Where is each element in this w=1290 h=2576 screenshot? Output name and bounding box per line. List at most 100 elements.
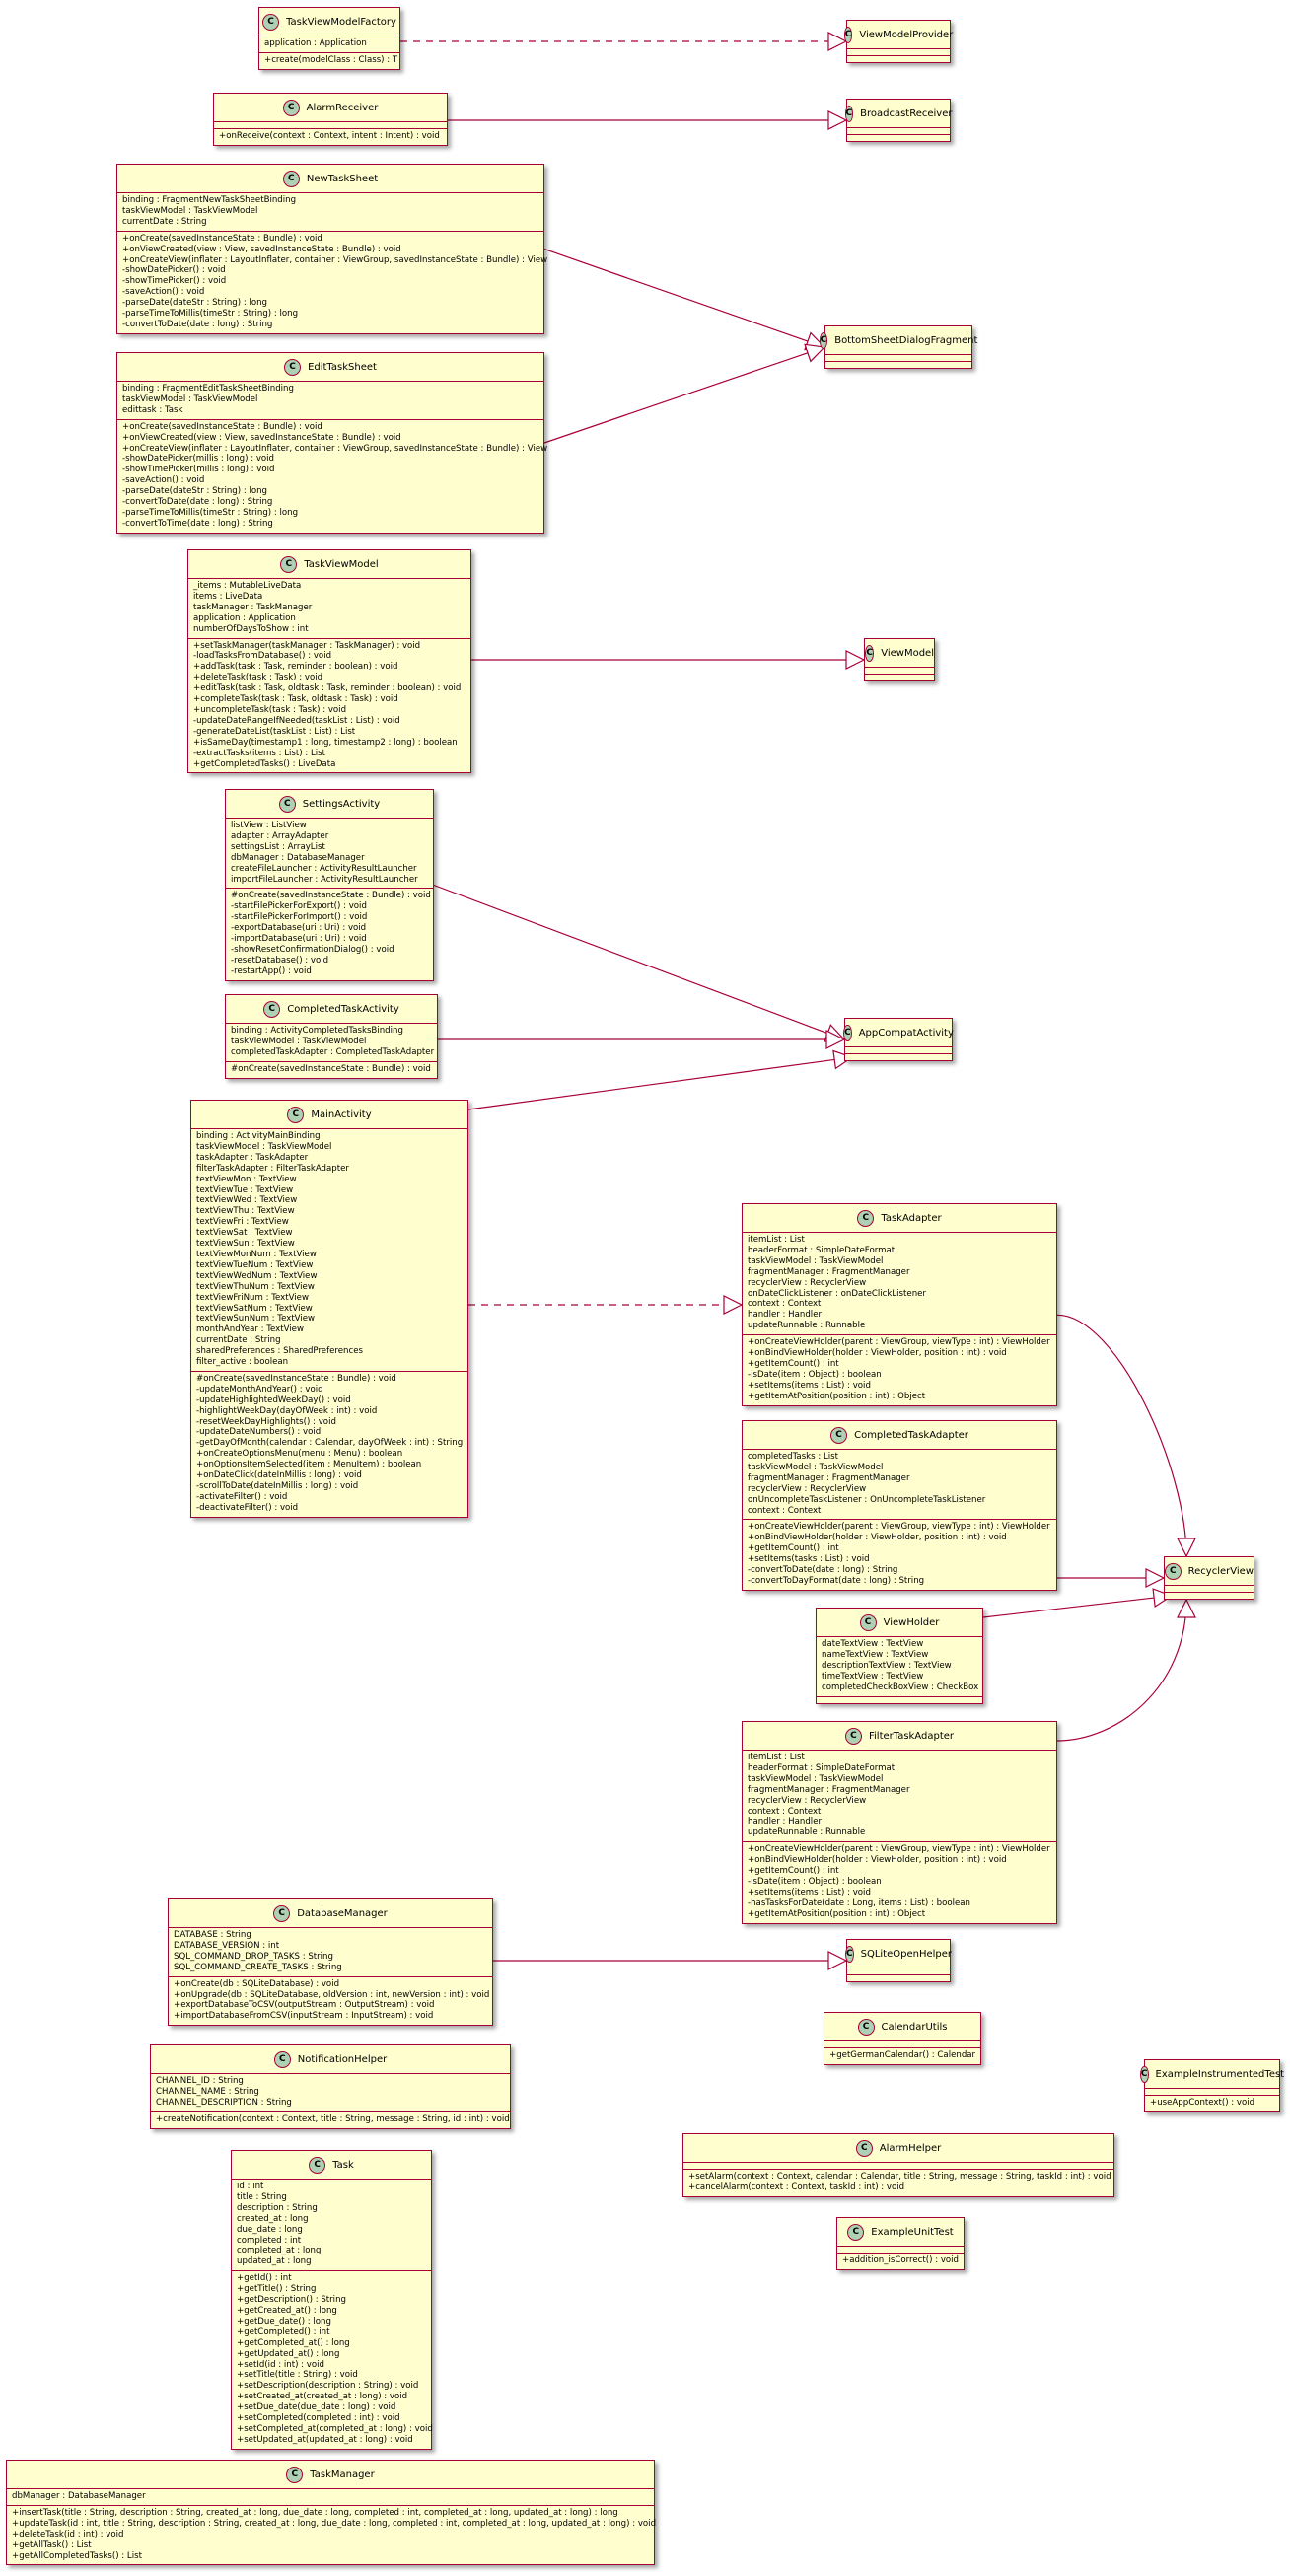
class-methods-section: #onCreate(savedInstanceState : Bundle) :… bbox=[226, 888, 433, 979]
class-method: +getItemAtPosition(position : int) : Obj… bbox=[748, 1908, 926, 1919]
class-method: -highlightWeekDay(dayOfWeek : int) : voi… bbox=[196, 1405, 378, 1416]
class-field: createFileLauncher : ActivityResultLaunc… bbox=[231, 863, 417, 874]
class-methods-section: +setAlarm(context : Context, calendar : … bbox=[683, 2169, 1113, 2196]
class-methods-section bbox=[845, 1053, 952, 1060]
class-methods-section: +onCreate(savedInstanceState : Bundle) :… bbox=[117, 230, 548, 333]
relation-extension-6 bbox=[438, 1030, 846, 1049]
class-name: NotificationHelper bbox=[297, 2053, 388, 2065]
class-method: -generateDateList(taskList : List) : Lis… bbox=[193, 726, 356, 737]
hollow-triangle-arrowhead-icon bbox=[827, 1951, 848, 1970]
class-field: handler : Handler bbox=[748, 1817, 823, 1827]
class-header: C SettingsActivity bbox=[226, 790, 433, 819]
class-method: +getDue_date() : long bbox=[237, 2316, 331, 2326]
class-field: taskViewModel : TaskViewModel bbox=[122, 205, 258, 216]
class-field: taskViewModel : TaskViewModel bbox=[748, 1462, 884, 1472]
class-c-icon: C bbox=[273, 2050, 291, 2068]
class-field: timeTextView : TextView bbox=[822, 1671, 924, 1682]
relation-extension-7 bbox=[467, 1049, 854, 1110]
class-c-icon: C bbox=[284, 358, 302, 376]
class-field: adapter : ArrayAdapter bbox=[231, 830, 329, 841]
class-field: application : Application bbox=[264, 38, 367, 48]
class-field: taskViewModel : TaskViewModel bbox=[231, 1036, 367, 1046]
class-method: +setDue_date(due_date : long) : void bbox=[237, 2402, 396, 2413]
class-method: +getItemCount() : int bbox=[748, 1358, 839, 1369]
class-method: +isSameDay(timestamp1 : long, timestamp2… bbox=[193, 737, 458, 748]
class-field: recyclerView : RecyclerView bbox=[748, 1795, 867, 1806]
class-c-icon: C bbox=[830, 1426, 848, 1444]
class-field: fragmentManager : FragmentManager bbox=[748, 1266, 910, 1277]
class-method: +getTitle() : String bbox=[237, 2284, 317, 2295]
class-c-icon: C bbox=[844, 105, 854, 122]
class-method: +getUpdated_at() : long bbox=[237, 2348, 340, 2359]
hollow-triangle-arrowhead-icon bbox=[723, 1295, 744, 1315]
class-field: recyclerView : RecyclerView bbox=[748, 1483, 867, 1494]
class-name: SettingsActivity bbox=[302, 798, 381, 810]
class-field: completedTaskAdapter : CompletedTaskAdap… bbox=[231, 1046, 435, 1057]
class-field: CHANNEL_ID : String bbox=[156, 2076, 244, 2086]
class-method: +getCompleted() : int bbox=[237, 2326, 330, 2337]
class-field: currentDate : String bbox=[122, 216, 207, 227]
class-method: #onCreate(savedInstanceState : Bundle) :… bbox=[231, 1063, 431, 1074]
class-method: -showDatePicker(millis : long) : void bbox=[122, 454, 275, 465]
class-field: binding : ActivityMainBinding bbox=[196, 1131, 321, 1141]
class-name: TaskViewModel bbox=[304, 558, 379, 570]
hollow-triangle-arrowhead-icon bbox=[1152, 1588, 1174, 1609]
class-method: -startFilePickerForExport() : void bbox=[231, 901, 367, 912]
class-method: +onBindViewHolder(holder : ViewHolder, p… bbox=[748, 1348, 1007, 1359]
class-field: taskAdapter : TaskAdapter bbox=[196, 1152, 309, 1163]
relation-extension-11 bbox=[982, 1588, 1174, 1618]
class-c-icon: C bbox=[844, 1727, 862, 1745]
class-method: -extractTasks(items : List) : List bbox=[193, 748, 325, 758]
class-field: due_date : long bbox=[237, 2224, 303, 2235]
relation-extension-3 bbox=[543, 343, 826, 444]
class-name: BroadcastReceiver bbox=[860, 107, 953, 119]
class-field: taskViewModel : TaskViewModel bbox=[122, 394, 258, 404]
class-method: +importDatabaseFromCSV(inputStream : Inp… bbox=[174, 2011, 434, 2022]
class-method: +setCompleted_at(completed_at : long) : … bbox=[237, 2423, 433, 2434]
class-c-icon: C bbox=[282, 170, 300, 187]
class-method: +getItemAtPosition(position : int) : Obj… bbox=[748, 1391, 926, 1401]
class-method: +onCreateOptionsMenu(menu : Menu) : bool… bbox=[196, 1449, 403, 1460]
class-field: updateRunnable : Runnable bbox=[748, 1321, 866, 1331]
class-method: +updateTask(id : int, title : String, de… bbox=[12, 2518, 657, 2529]
class-methods-section: +onCreate(db : SQLiteDatabase) : void+on… bbox=[169, 1975, 492, 2026]
class-method: -hasTasksForDate(date : Long, items : Li… bbox=[748, 1897, 970, 1908]
class-c-icon: C bbox=[843, 26, 853, 43]
class-methods-section bbox=[825, 361, 971, 368]
relation-line bbox=[543, 352, 809, 444]
class-method: -importDatabase(uri : Uri) : void bbox=[231, 934, 367, 945]
class-methods-section bbox=[847, 134, 950, 141]
class-c-icon: C bbox=[278, 795, 296, 813]
hollow-triangle-arrowhead-icon bbox=[827, 110, 848, 130]
class-method: +onCreate(db : SQLiteDatabase) : void bbox=[174, 1978, 340, 1989]
class-methods-section: +create(modelClass : Class) : T bbox=[259, 51, 399, 69]
class-field: description : String bbox=[237, 2202, 318, 2213]
class-method: +getDescription() : String bbox=[237, 2295, 346, 2306]
class-method: +onCreateView(inflater : LayoutInflater,… bbox=[122, 254, 548, 265]
class-c-icon: C bbox=[1165, 1562, 1182, 1580]
class-field: importFileLauncher : ActivityResultLaunc… bbox=[231, 874, 418, 885]
class-field: created_at : long bbox=[237, 2213, 309, 2224]
class-methods-section: +insertTask(title : String, description … bbox=[7, 2504, 657, 2565]
class-method: #onCreate(savedInstanceState : Bundle) :… bbox=[196, 1373, 396, 1384]
class-method: +setId(id : int) : void bbox=[237, 2359, 324, 2370]
class-method: +getCreated_at() : long bbox=[237, 2305, 337, 2316]
class-method: -convertToDayFormat(date : long) : Strin… bbox=[748, 1575, 925, 1586]
relation-extension-10 bbox=[1057, 1568, 1166, 1588]
class-method: +onDateClick(dateInMillis : long) : void bbox=[196, 1470, 362, 1481]
class-c-icon: C bbox=[855, 2139, 873, 2157]
class-method: +deleteTask(id : int) : void bbox=[12, 2529, 124, 2540]
class-box-broadcastreceiver: C BroadcastReceiver bbox=[844, 99, 953, 142]
